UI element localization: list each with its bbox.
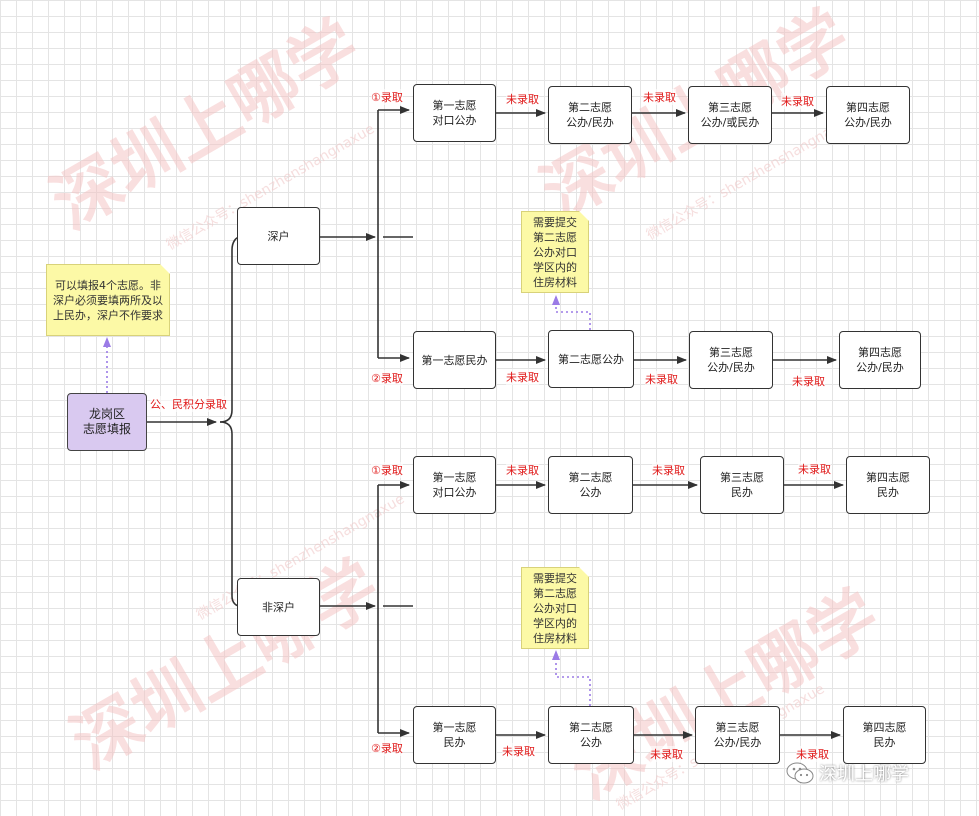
step-node: 第三志愿 民办 <box>700 456 784 514</box>
step-node: 第一志愿 对口公办 <box>413 456 496 514</box>
path-tag: ①录取 <box>371 89 403 105</box>
edge-label: 未录取 <box>650 746 683 762</box>
step-node: 第四志愿 民办 <box>843 706 926 764</box>
edge-label: 未录取 <box>643 89 676 105</box>
edge-label: 未录取 <box>502 743 535 759</box>
step-node: 第二志愿 公办 <box>548 706 634 764</box>
step-node: 第四志愿 公办/民办 <box>839 331 921 389</box>
note-housing: 需要提交 第二志愿 公办对口 学区内的 住房材料 <box>521 211 589 293</box>
connector <box>219 236 241 423</box>
edge-label: 未录取 <box>798 461 831 477</box>
step-node: 第四志愿 民办 <box>846 456 930 514</box>
edge-label: 未录取 <box>792 373 825 389</box>
edge-label: 未录取 <box>506 369 539 385</box>
edge-label: 未录取 <box>796 746 829 762</box>
branch-shenhu: 深户 <box>237 207 320 265</box>
step-node: 第一志愿民办 <box>413 331 496 389</box>
start-node: 龙岗区 志愿填报 <box>67 393 147 451</box>
note-housing: 需要提交 第二志愿 公办对口 学区内的 住房材料 <box>521 567 589 649</box>
step-node: 第一志愿 民办 <box>413 706 496 764</box>
path-tag: ②录取 <box>371 370 403 386</box>
wechat-icon <box>786 762 814 784</box>
path-tag: ①录取 <box>371 462 403 478</box>
step-node: 第一志愿 对口公办 <box>413 84 496 142</box>
connector <box>219 421 241 607</box>
dotted-connector <box>552 650 591 706</box>
edge-label: 未录取 <box>506 91 539 107</box>
step-node: 第二志愿 公办 <box>548 456 633 514</box>
edge-label: 未录取 <box>652 462 685 478</box>
step-node: 第三志愿 公办/民办 <box>695 706 780 764</box>
edge-label: 未录取 <box>506 462 539 478</box>
step-node: 第四志愿 公办/民办 <box>826 86 910 144</box>
root-edge-label: 公、民积分录取 <box>150 396 227 412</box>
step-node: 第二志愿 公办/民办 <box>548 86 632 144</box>
step-node: 第二志愿公办 <box>548 330 634 388</box>
brand-mark: 深圳上哪学 <box>785 760 909 786</box>
dotted-connector <box>552 295 591 330</box>
step-node: 第三志愿 公办/或民办 <box>688 86 772 144</box>
step-node: 第三志愿 公办/民办 <box>689 331 773 389</box>
path-tag: ②录取 <box>371 740 403 756</box>
edge-label: 未录取 <box>645 371 678 387</box>
branch-feishenhu: 非深户 <box>237 578 320 636</box>
brand-name: 深圳上哪学 <box>819 764 909 785</box>
note-root: 可以填报4个志愿。非 深户必须要填两所及以 上民办，深户不作要求 <box>46 264 170 336</box>
edge-label: 未录取 <box>781 93 814 109</box>
